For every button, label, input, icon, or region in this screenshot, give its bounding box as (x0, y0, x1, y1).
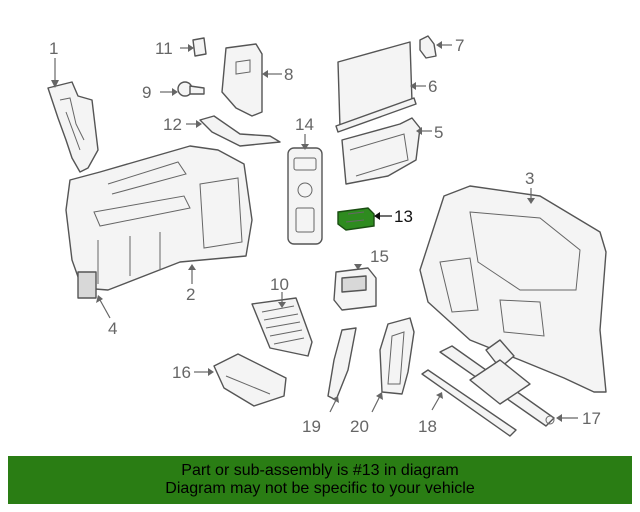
callout-6: 6 (428, 77, 437, 96)
callout-9: 9 (142, 83, 151, 102)
callout-20: 20 (350, 417, 369, 436)
parts-diagram: 1 11 8 9 12 7 6 5 (47, 35, 607, 437)
part-18-jack-handle[interactable] (421, 369, 517, 437)
diagram-notice-banner: Part or sub-assembly is #13 in diagram D… (8, 456, 632, 504)
part-3-right-quarter-panel[interactable] (419, 185, 607, 393)
callout-7: 7 (455, 36, 464, 55)
part-11-clip[interactable] (192, 37, 207, 57)
part-10-vent-grille[interactable] (251, 297, 313, 357)
notice-line-2: Diagram may not be specific to your vehi… (165, 480, 475, 497)
part-6-cargo-shade[interactable] (335, 41, 417, 133)
callout-4: 4 (108, 319, 117, 338)
callout-1: 1 (49, 39, 58, 58)
callout-16: 16 (172, 363, 191, 382)
callout-10: 10 (270, 275, 289, 294)
part-2-quarter-trim-panel[interactable] (65, 145, 253, 291)
callout-3: 3 (525, 169, 534, 188)
part-9-push-pin[interactable] (177, 81, 205, 97)
notice-line-1: Part or sub-assembly is #13 in diagram (181, 462, 459, 479)
part-17-jack[interactable] (439, 339, 555, 427)
part-14-switch-panel[interactable] (287, 147, 323, 245)
callout-17: 17 (582, 409, 601, 428)
callout-19: 19 (302, 417, 321, 436)
part-5-bin-cover[interactable] (341, 117, 421, 185)
part-20-jack-cover[interactable] (379, 317, 415, 395)
callout-5: 5 (434, 123, 443, 142)
callout-14: 14 (295, 115, 314, 134)
callout-18: 18 (418, 417, 437, 436)
part-7-bracket[interactable] (419, 35, 437, 59)
part-4-small-cover[interactable] (77, 271, 97, 299)
part-19-trim-piece[interactable] (327, 327, 357, 401)
part-15-switch[interactable] (333, 267, 377, 311)
part-12-trim-strip[interactable] (199, 115, 281, 147)
part-13-highlighted[interactable] (337, 207, 375, 231)
callout-2: 2 (186, 285, 195, 304)
callout-11: 11 (155, 39, 173, 58)
part-16-tray[interactable] (213, 353, 287, 407)
callout-13: 13 (394, 207, 413, 226)
callout-8: 8 (284, 65, 293, 84)
callout-15: 15 (370, 247, 389, 266)
part-8-pillar-cover[interactable] (221, 43, 263, 117)
callout-12: 12 (163, 115, 182, 134)
part-1-pillar-trim[interactable] (47, 81, 99, 173)
